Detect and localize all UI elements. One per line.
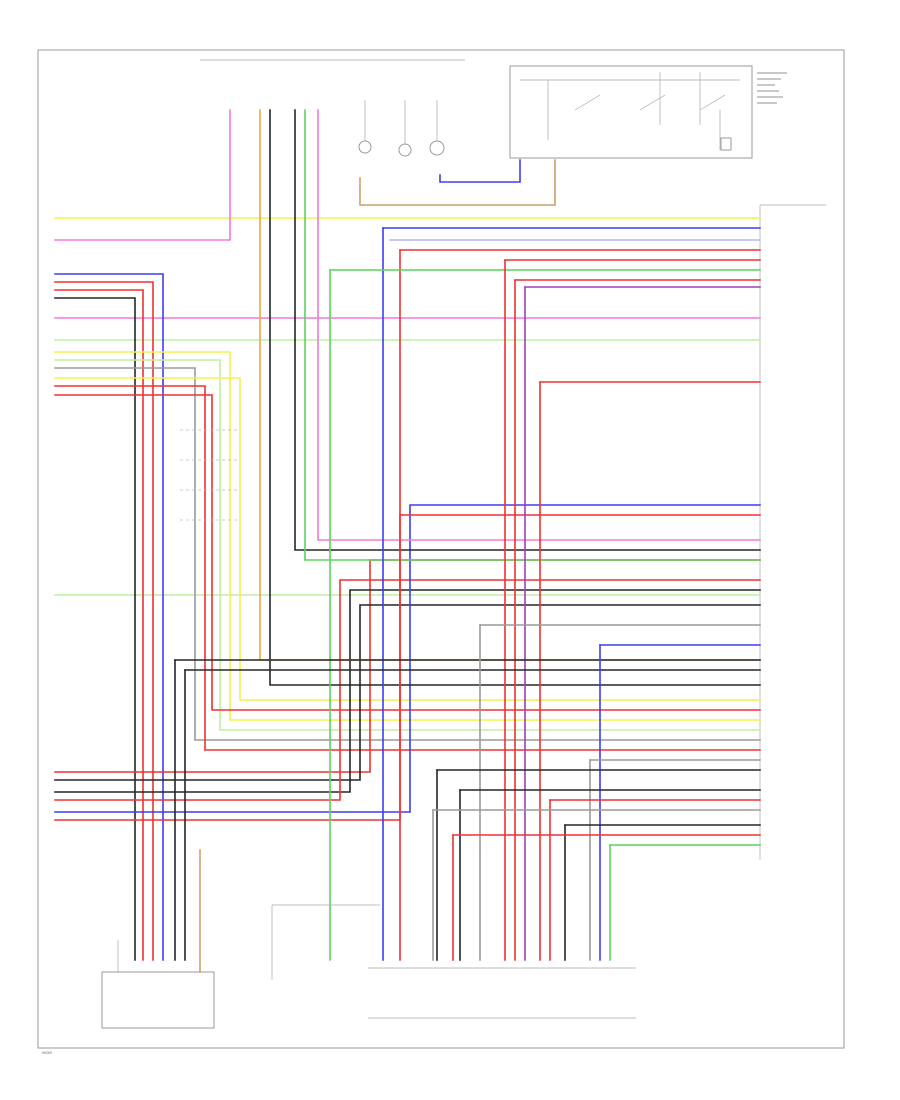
ignition-legend-text [757, 72, 787, 104]
shield-dashes [180, 429, 240, 521]
page-id: W0000 [42, 1051, 52, 1055]
left-bundle-upper [54, 273, 164, 961]
left-bundle-middle [54, 351, 761, 751]
left-horizontal-wires [54, 109, 761, 596]
bottom-connector-strip [368, 967, 636, 1019]
bottom-center-ground [271, 904, 380, 980]
top-to-right-wires [259, 109, 761, 961]
left-bundle-lower [54, 504, 761, 821]
ignition-switch-box [509, 65, 753, 159]
right-lower-wires [174, 624, 761, 961]
diagram-frame [37, 49, 845, 1049]
top-lamps [358, 100, 445, 157]
right-connector-block [759, 204, 826, 860]
top-feed-wires [200, 59, 556, 206]
bottom-left-component [101, 849, 215, 1029]
